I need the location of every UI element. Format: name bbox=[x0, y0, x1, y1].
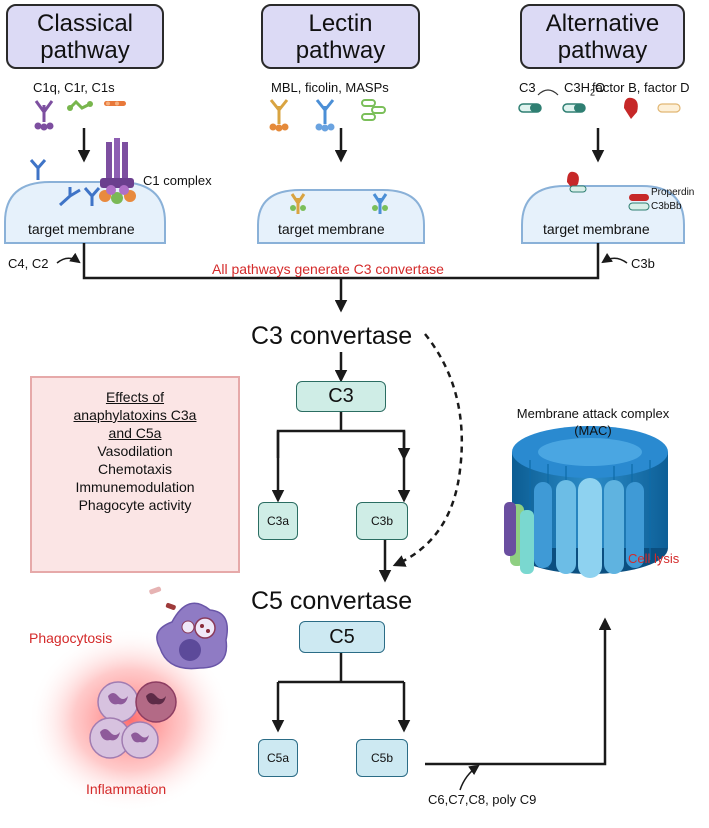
alt-factors-label: factor B, factor D bbox=[592, 80, 690, 95]
c1-complex-icon bbox=[99, 138, 136, 204]
anaphylatoxin-effects-box: Effects of anaphylatoxins C3a and C5a Va… bbox=[30, 376, 240, 573]
inflammation-glow bbox=[28, 628, 232, 812]
phagocytosis-label: Phagocytosis bbox=[29, 630, 113, 646]
terminal-components-label: C6,C7,C8, poly C9 bbox=[428, 792, 537, 807]
c5b-box: C5b bbox=[356, 739, 408, 777]
c3bbb-label: C3bBb bbox=[651, 201, 682, 212]
lectin-membrane-label: target membrane bbox=[278, 221, 385, 237]
effect-item: Vasodilation bbox=[97, 443, 173, 459]
c1-protein-icons bbox=[34, 99, 126, 131]
classical-components-label: C1q, C1r, C1s bbox=[33, 80, 115, 95]
phagocyte-icon bbox=[149, 586, 228, 670]
antibody-icons bbox=[29, 159, 101, 207]
all-pathways-label: All pathways generate C3 convertase bbox=[212, 261, 444, 277]
alternative-protein-icons bbox=[518, 89, 681, 211]
alt-c3-label: C3 bbox=[519, 80, 536, 95]
alternative-membrane-label: target membrane bbox=[543, 221, 650, 237]
classical-membrane-label: target membrane bbox=[28, 221, 135, 237]
c1-complex-label: C1 complex bbox=[143, 173, 212, 188]
pathway-arrows bbox=[77, 128, 605, 163]
cell-lysis-label: Cell lysis bbox=[628, 551, 680, 566]
alternative-pathway-box: Alternative pathway bbox=[520, 4, 685, 69]
effects-heading-2: anaphylatoxins C3a bbox=[73, 407, 197, 423]
alt-c3h2o-label: C3H2O bbox=[564, 80, 606, 98]
c3-convertase-title: C3 convertase bbox=[251, 322, 413, 350]
c5-flow-arrows bbox=[271, 617, 612, 791]
neutrophil-cells-icon bbox=[89, 681, 177, 759]
lectin-pathway-box: Lectin pathway bbox=[261, 4, 420, 69]
lectin-components-label: MBL, ficolin, MASPs bbox=[271, 80, 389, 95]
mac-pore-icon bbox=[504, 426, 668, 578]
lectin-protein-icons bbox=[269, 99, 388, 214]
c3a-box: C3a bbox=[258, 502, 298, 540]
c5-convertase-title: C5 convertase bbox=[251, 587, 413, 615]
effect-item: Phagocyte activity bbox=[78, 497, 192, 513]
c5-box: C5 bbox=[299, 621, 385, 653]
c4-c2-label: C4, C2 bbox=[8, 256, 49, 271]
c3-flow-arrows bbox=[271, 333, 464, 583]
classical-pathway-box: Classical pathway bbox=[6, 4, 164, 69]
effect-item: Chemotaxis bbox=[98, 461, 172, 477]
c5a-box: C5a bbox=[258, 739, 298, 777]
c3-box: C3 bbox=[296, 381, 386, 412]
effects-heading-3: and C5a bbox=[108, 425, 162, 441]
effects-heading-1: Effects of bbox=[105, 389, 165, 405]
lectin-pathway-title: Lectin pathway bbox=[295, 10, 386, 64]
c3b-box: C3b bbox=[356, 502, 408, 540]
c3b-input-label: C3b bbox=[631, 256, 655, 271]
inflammation-label: Inflammation bbox=[86, 781, 167, 797]
alternative-pathway-title: Alternative pathway bbox=[545, 10, 660, 64]
effect-item: Immunemodulation bbox=[75, 479, 195, 495]
properdin-label: Properdin bbox=[651, 187, 695, 198]
mac-title: Membrane attack complex (MAC) bbox=[516, 406, 670, 438]
classical-pathway-title: Classical pathway bbox=[36, 10, 134, 64]
convergence-lines bbox=[56, 243, 628, 313]
